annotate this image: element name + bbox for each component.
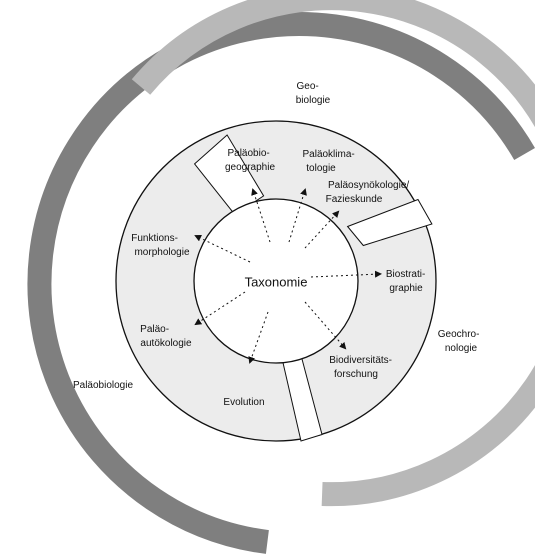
label-biostratigraphie: Biostrati- graphie [386, 269, 428, 294]
arrow-evolution [248, 311, 269, 364]
biologie-ring [27, 12, 535, 554]
separator-right [346, 198, 433, 247]
label-palaeobiogeographie: Paläobio- geographie [225, 148, 275, 173]
center-label: Taxonomie [245, 274, 308, 289]
biologie-ring-label: Biologie [0, 271, 17, 344]
zone-label-palaeobiologie: Paläobiologie [73, 380, 133, 391]
label-palaeosynoekologie: Paläosynökologie/ Fazieskunde [326, 180, 412, 205]
separator-top-left [193, 134, 265, 216]
arrow-biodiversitaetsforschung [304, 301, 347, 350]
zone-label-geochronologie: Geochro- nologie [438, 329, 482, 354]
arrow-palaeoklimatologie [288, 188, 307, 243]
geologie-ring [131, 0, 535, 507]
arrow-palaeosynoekologie [304, 210, 340, 249]
label-funktionsmorphologie: Funktions- morphologie [131, 233, 190, 258]
arrow-biostratigraphie [310, 270, 382, 278]
label-palaeoklimatologie: Paläoklima- tologie [302, 149, 357, 174]
geologie-ring-label: Geologie [514, 226, 535, 304]
relation-arrows [194, 188, 382, 364]
arrow-palaeobiogeographie [251, 188, 271, 243]
label-evolution: Evolution [223, 397, 264, 408]
label-biodiversitaetsforschung: Biodiversitäts- forschung [329, 355, 395, 380]
label-palaeoautoekologie: Paläo- autökologie [140, 324, 192, 349]
taxonomy-circle [193, 198, 359, 364]
zone-label-geobiologie: Geo- biologie [296, 81, 331, 106]
